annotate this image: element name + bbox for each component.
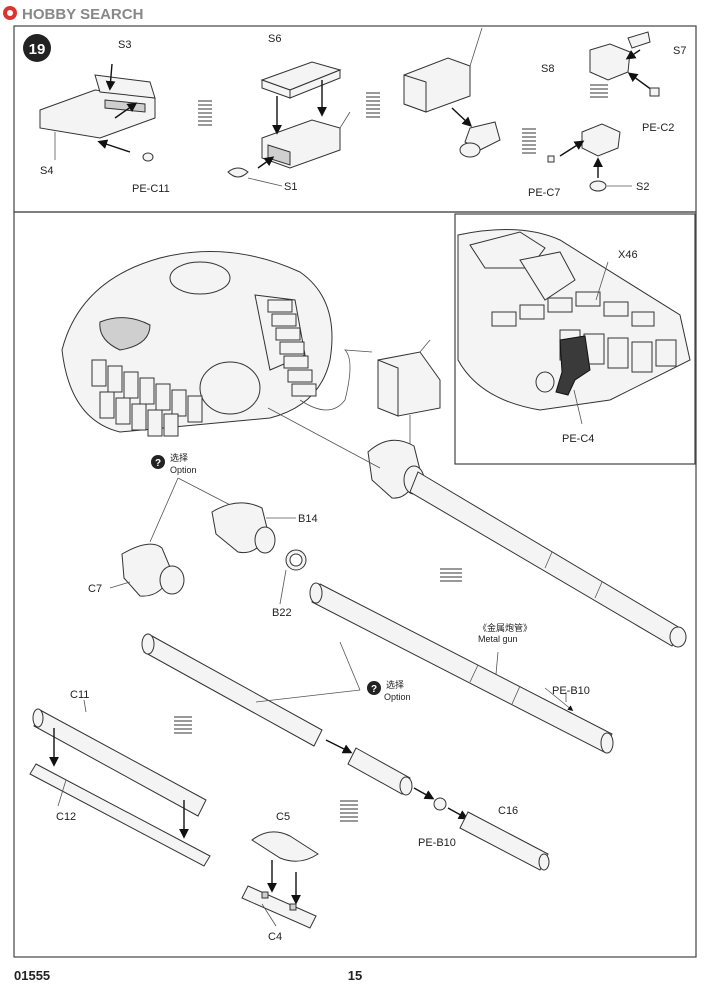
part-label: X46 <box>618 249 638 261</box>
option-cn: 选择 <box>170 452 188 463</box>
gun-barrel-lower <box>141 633 550 871</box>
rod-c11-cradle-c12 <box>29 699 211 867</box>
metal-gun-note: 《金属炮管》 Metal gun <box>478 622 532 644</box>
part-label: S6 <box>268 33 281 45</box>
option-en: Option <box>384 692 411 702</box>
svg-text:?: ? <box>155 458 161 469</box>
mantlet-b14 <box>211 502 296 554</box>
logo-text: HOBBY SEARCH <box>22 6 143 23</box>
leader-line <box>573 389 583 425</box>
inset-track-links <box>491 291 677 373</box>
part-label: C12 <box>56 811 76 823</box>
option-icon <box>367 681 381 695</box>
hobby-search-logo: HOBBY SEARCH <box>3 6 143 23</box>
part-label: S2 <box>636 181 649 193</box>
direction-hatch <box>590 84 608 98</box>
bracket-s3-s4-subassembly <box>39 63 156 162</box>
direction-hatch <box>340 800 358 822</box>
direction-hatch <box>366 92 380 118</box>
step-number: 19 <box>29 41 46 58</box>
part-label: S4 <box>40 165 53 177</box>
part-label: PE-C7 <box>528 187 560 199</box>
svg-text:?: ? <box>371 684 377 695</box>
product-code: 01555 <box>14 968 50 983</box>
part-label: C4 <box>268 931 282 943</box>
part-label: B22 <box>272 607 292 619</box>
assembled-box-subassembly <box>403 27 501 158</box>
part-label: PE-B10 <box>552 685 590 697</box>
part-label: C16 <box>498 805 518 817</box>
page-footer: 01555 15 <box>14 968 362 983</box>
leader-line <box>267 407 381 469</box>
gun-barrel-main <box>309 582 614 754</box>
direction-hatch <box>198 100 212 126</box>
leader-line <box>595 261 609 301</box>
metal-gun-cn: 《金属炮管》 <box>478 622 532 633</box>
option-callout-1: ? 选择 Option <box>149 452 237 543</box>
track-links-right <box>267 299 317 397</box>
part-label: PE-C11 <box>132 183 170 195</box>
main-panel-frame <box>13 211 697 958</box>
part-label: C5 <box>276 811 290 823</box>
direction-hatch <box>440 568 462 584</box>
part-label: PE-C4 <box>562 433 594 445</box>
part-label: S8 <box>541 63 554 75</box>
gun-barrel-upper <box>409 471 687 648</box>
part-label: C7 <box>88 583 102 595</box>
part-label: PE-C2 <box>642 122 674 134</box>
option-callout-2: ? 选择 Option <box>255 641 411 703</box>
turret-drawing <box>61 251 333 437</box>
part-label: S3 <box>118 39 131 51</box>
box-s6-s1-subassembly <box>227 61 351 187</box>
mantlet-c7 <box>109 543 185 597</box>
mount-s8-s7-s2-subassembly <box>547 31 660 192</box>
direction-hatch <box>522 128 536 154</box>
main-panel-labels: B14 C7 B22 PE-B10 C11 C12 C5 C4 PE-B10 C… <box>56 513 590 943</box>
part-label: S7 <box>673 45 686 57</box>
page-number: 15 <box>348 968 362 983</box>
shield-c5-c4 <box>241 831 319 929</box>
step-badge: 19 <box>23 34 51 62</box>
track-links-left <box>91 359 203 437</box>
direction-hatch <box>174 714 192 736</box>
option-cn: 选择 <box>386 679 404 690</box>
inset-detail: X46 PE-C4 <box>454 213 696 465</box>
part-label: C11 <box>70 689 89 701</box>
option-en: Option <box>170 465 197 475</box>
part-label: PE-B10 <box>418 837 456 849</box>
metal-gun-en: Metal gun <box>478 634 518 644</box>
option-icon <box>151 455 165 469</box>
part-label: B14 <box>298 513 318 525</box>
black-bracket <box>555 335 591 396</box>
launcher-box <box>299 339 441 462</box>
part-label: S1 <box>284 181 297 193</box>
top-panel-labels: S3 S4 PE-C11 S6 S1 S8 S7 PE-C2 PE-C7 S2 <box>40 33 686 199</box>
ring-b22 <box>279 549 307 605</box>
inset-frame <box>454 213 696 465</box>
